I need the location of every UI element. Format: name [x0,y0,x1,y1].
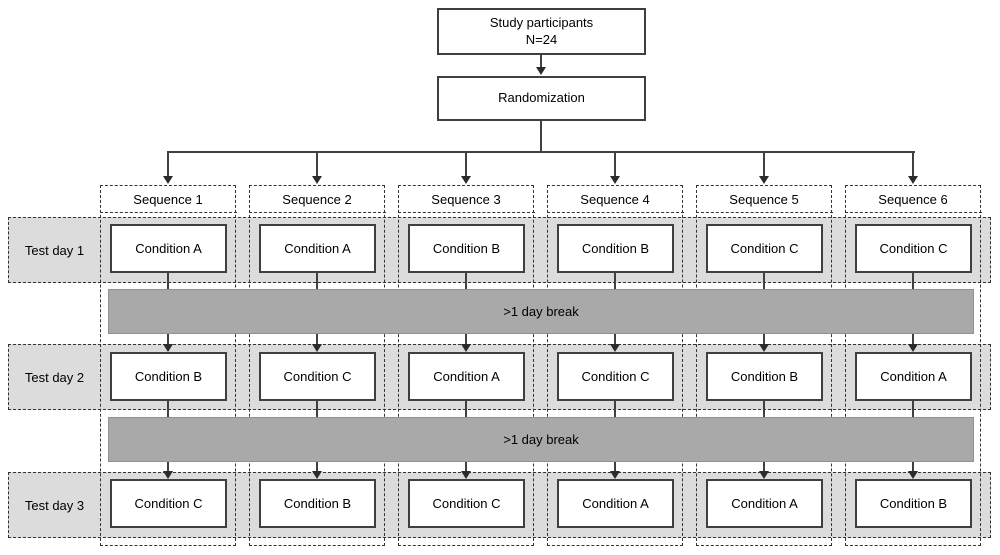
condition-box-seq3-day2: Condition A [408,352,525,401]
arrow-down-icon [610,344,620,352]
arrow-down-icon [908,471,918,479]
participants-count: N=24 [525,31,558,47]
sequence-label: Sequence 1 [101,186,235,212]
arrow-down-icon [759,471,769,479]
condition-box-seq6-day2: Condition A [855,352,972,401]
arrow-down-icon [312,344,322,352]
connector-randomization-stem [540,121,542,152]
arrow-down-icon [461,471,471,479]
arrow-down-icon [908,176,918,184]
sequence-label: Sequence 2 [250,186,384,212]
sequence-column-3: Sequence 3 [397,185,535,546]
condition-box-seq5-day1: Condition C [706,224,823,273]
condition-box-seq4-day3: Condition A [557,479,674,528]
sequence-header-divider [695,212,833,213]
sequence-header-divider [397,212,535,213]
sequence-header-divider [248,212,386,213]
arrow-down-icon [536,67,546,75]
arrow-down-icon [312,176,322,184]
sequence-header-divider [546,212,684,213]
branch-line-sequence-3 [465,152,467,177]
randomization-branch-line [167,151,915,153]
branch-line-sequence-2 [316,152,318,177]
condition-box-seq2-day3: Condition B [259,479,376,528]
condition-box-seq6-day3: Condition B [855,479,972,528]
condition-box-seq1-day3: Condition C [110,479,227,528]
randomization-box: Randomization [437,76,646,121]
condition-box-seq3-day3: Condition C [408,479,525,528]
test-day-label: Test day 2 [24,369,85,385]
arrow-down-icon [163,176,173,184]
branch-line-sequence-6 [912,152,914,177]
condition-box-seq4-day1: Condition B [557,224,674,273]
branch-line-sequence-5 [763,152,765,177]
randomization-label: Randomization [498,90,585,106]
study-participants-label: Study participants [489,15,594,31]
arrow-down-icon [610,471,620,479]
sequence-header-divider [844,212,982,213]
sequence-column-4: Sequence 4 [546,185,684,546]
sequence-header-divider [99,212,237,213]
sequence-label: Sequence 4 [548,186,682,212]
condition-box-seq1-day2: Condition B [110,352,227,401]
arrow-down-icon [759,176,769,184]
condition-box-seq4-day2: Condition C [557,352,674,401]
arrow-down-icon [163,344,173,352]
arrow-down-icon [759,344,769,352]
connector-participants-to-randomization [540,55,542,68]
test-day-label: Test day 3 [24,497,85,513]
arrow-down-icon [461,344,471,352]
condition-box-seq1-day1: Condition A [110,224,227,273]
condition-box-seq5-day2: Condition B [706,352,823,401]
condition-box-seq2-day1: Condition A [259,224,376,273]
arrow-down-icon [312,471,322,479]
day-break-bar-1: >1 day break [108,289,974,334]
sequence-column-1: Sequence 1 [99,185,237,546]
sequence-column-6: Sequence 6 [844,185,982,546]
arrow-down-icon [610,176,620,184]
day-break-bar-2: >1 day break [108,417,974,462]
sequence-column-5: Sequence 5 [695,185,833,546]
condition-box-seq6-day1: Condition C [855,224,972,273]
arrow-down-icon [908,344,918,352]
branch-line-sequence-1 [167,152,169,177]
sequence-label: Sequence 3 [399,186,533,212]
study-participants-box: Study participants N=24 [437,8,646,55]
condition-box-seq3-day1: Condition B [408,224,525,273]
condition-box-seq2-day2: Condition C [259,352,376,401]
sequence-label: Sequence 5 [697,186,831,212]
branch-line-sequence-4 [614,152,616,177]
arrow-down-icon [461,176,471,184]
test-day-label: Test day 1 [24,242,85,258]
sequence-label: Sequence 6 [846,186,980,212]
sequence-column-2: Sequence 2 [248,185,386,546]
condition-box-seq5-day3: Condition A [706,479,823,528]
arrow-down-icon [163,471,173,479]
